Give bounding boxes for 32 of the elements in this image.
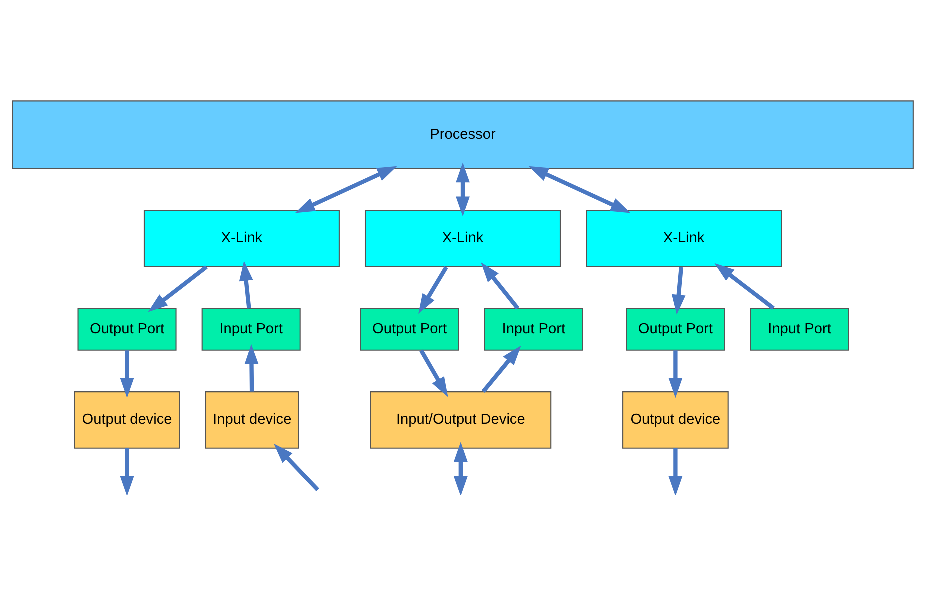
arrow [668,448,683,495]
node-box: X-Link [586,210,782,268]
arrow [244,344,259,392]
arrow [148,266,208,312]
node-box: Input/Output Device [370,392,552,449]
node-box: Input device [205,392,300,449]
arrow [668,350,683,398]
node-box: Input Port [202,308,301,351]
arrow [120,350,134,398]
arrow [239,261,254,309]
arrow [420,350,448,398]
arrow [456,162,470,217]
node-box: Output device [74,392,180,449]
node-box: Output Port [626,308,726,351]
node-box: Output device [622,392,729,449]
arrow [454,442,468,495]
node-box: Output Port [360,308,460,351]
arrow [672,267,686,315]
arrow [482,346,522,394]
node-box: Input Port [484,308,584,351]
arrow [120,448,134,495]
arrow [481,262,520,310]
arrow [418,266,448,314]
node-box: X-Link [364,210,562,268]
node-box: X-Link [144,210,340,268]
arrow [295,166,398,214]
arrow [528,166,631,214]
node-box: Processor [12,100,914,170]
node-box: Input Port [750,308,850,351]
arrow [274,444,320,492]
node-box: Output Port [78,308,177,351]
arrow [714,263,775,310]
